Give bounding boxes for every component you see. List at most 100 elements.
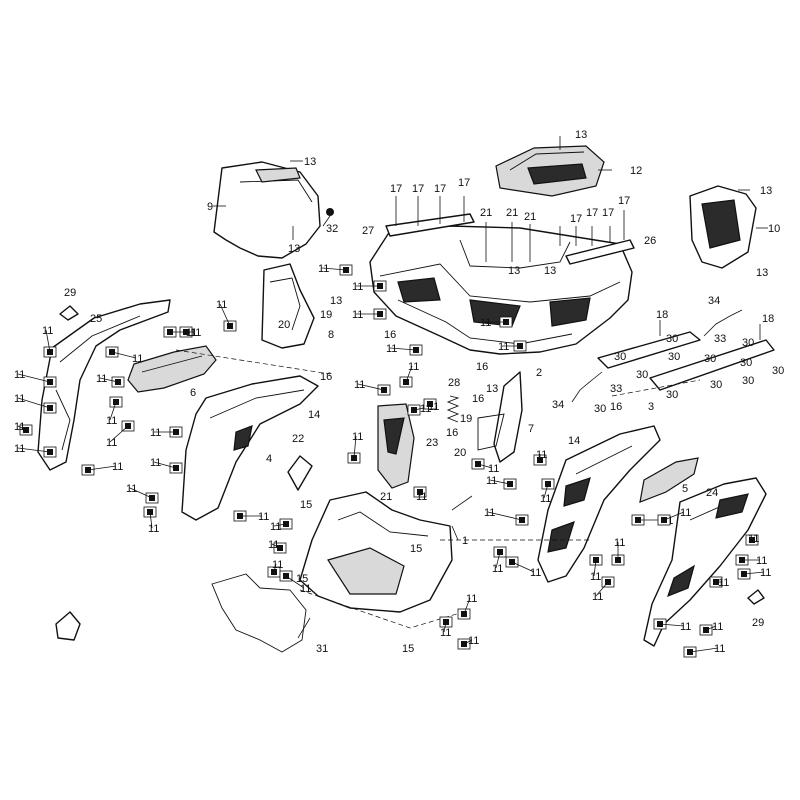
callout-11: 11 — [760, 567, 771, 579]
clip-leader — [689, 647, 719, 653]
clip-leader — [17, 373, 51, 383]
callout-16: 16 — [384, 329, 396, 341]
callout-11: 11 — [216, 299, 227, 311]
callout-3: 3 — [648, 401, 654, 413]
callout-11: 11 — [712, 621, 723, 633]
callout-13: 13 — [508, 265, 520, 277]
callout-11: 11 — [352, 281, 363, 293]
callout-17: 17 — [570, 213, 582, 225]
clip-leader — [129, 487, 153, 499]
clip-leader — [273, 523, 287, 527]
callout-30: 30 — [614, 351, 626, 363]
callout-17: 17 — [412, 183, 424, 195]
part-34-cable-2 — [571, 371, 603, 403]
callout-11: 11 — [748, 533, 759, 545]
part-27-rail — [385, 213, 475, 237]
callout-13: 13 — [330, 295, 342, 307]
clip-leader — [17, 425, 27, 431]
clip-leader — [109, 401, 117, 421]
callout-18: 18 — [762, 313, 774, 325]
callout-19: 19 — [320, 309, 332, 321]
callout-11: 11 — [590, 571, 601, 583]
callout-20: 20 — [278, 319, 290, 331]
callout-24: 24 — [706, 487, 718, 499]
callout-19: 19 — [460, 413, 472, 425]
callout-33: 33 — [610, 383, 622, 395]
callout-33: 33 — [714, 333, 726, 345]
clip-leader — [285, 575, 305, 589]
callout-11: 11 — [354, 379, 365, 391]
clip-leader — [487, 511, 523, 521]
clip-leader — [45, 329, 51, 353]
callout-15: 15 — [402, 643, 414, 655]
callout-11: 11 — [486, 475, 497, 487]
callout-31: 31 — [316, 643, 328, 655]
callout-34: 34 — [708, 295, 720, 307]
part-25-front-fender — [37, 299, 171, 471]
callout-11: 11 — [112, 461, 123, 473]
callout-11: 11 — [480, 317, 491, 329]
callout-29: 29 — [64, 287, 76, 299]
callout-30: 30 — [710, 379, 722, 391]
callout-11: 11 — [106, 415, 117, 427]
callout-11: 11 — [14, 393, 25, 405]
callout-14: 14 — [568, 435, 580, 447]
part-7-bracket — [493, 371, 523, 463]
callout-13: 13 — [486, 383, 498, 395]
callout-11: 11 — [498, 341, 509, 353]
callout-17: 17 — [434, 183, 446, 195]
callout-15: 15 — [300, 499, 312, 511]
part-31-floor-mat — [211, 573, 307, 653]
callout-11: 11 — [318, 263, 329, 275]
callout-14: 14 — [308, 409, 320, 421]
callout-7: 7 — [528, 423, 534, 435]
clip-leader — [743, 571, 765, 575]
callout-11: 11 — [386, 343, 397, 355]
callout-11: 11 — [14, 421, 25, 433]
part-4-side-body — [181, 375, 319, 521]
part-3-side-body — [537, 425, 661, 583]
clip-leader — [357, 383, 385, 391]
part-32-grommet — [326, 208, 334, 216]
callout-11: 11 — [352, 309, 363, 321]
callout-13: 13 — [304, 156, 316, 168]
clip-leader — [153, 461, 177, 469]
callout-26: 26 — [644, 235, 656, 247]
callout-30: 30 — [772, 365, 784, 377]
callout-30: 30 — [704, 353, 716, 365]
callout-9: 9 — [207, 201, 213, 213]
clip-leader — [17, 397, 51, 409]
callout-16: 16 — [476, 361, 488, 373]
clip-leader — [321, 267, 347, 271]
callout-17: 17 — [390, 183, 402, 195]
callout-20: 20 — [454, 447, 466, 459]
callout-13: 13 — [756, 267, 768, 279]
callout-27: 27 — [362, 225, 374, 237]
part-29-clip-2 — [747, 589, 765, 605]
callout-11: 11 — [42, 325, 53, 337]
callout-17: 17 — [586, 207, 598, 219]
callout-11: 11 — [680, 507, 691, 519]
callout-13: 13 — [575, 129, 587, 141]
callout-11: 11 — [186, 327, 197, 339]
callout-11: 11 — [718, 577, 729, 589]
callout-18: 18 — [656, 309, 668, 321]
callout-4: 4 — [266, 453, 272, 465]
callout-11: 11 — [258, 511, 269, 523]
callout-11: 11 — [268, 539, 279, 551]
clip-leader — [273, 563, 277, 573]
leader-lines — [213, 136, 768, 639]
callout-11: 11 — [352, 431, 363, 443]
callout-30: 30 — [742, 337, 754, 349]
callout-15: 15 — [296, 573, 308, 585]
clip-leader — [389, 347, 417, 351]
callout-30: 30 — [594, 403, 606, 415]
clip-leader — [593, 559, 597, 577]
callout-30: 30 — [740, 357, 752, 369]
clip-leader — [429, 403, 433, 407]
callout-30: 30 — [668, 351, 680, 363]
callout-22: 22 — [292, 433, 304, 445]
clip-leader — [405, 365, 413, 383]
callout-13: 13 — [544, 265, 556, 277]
